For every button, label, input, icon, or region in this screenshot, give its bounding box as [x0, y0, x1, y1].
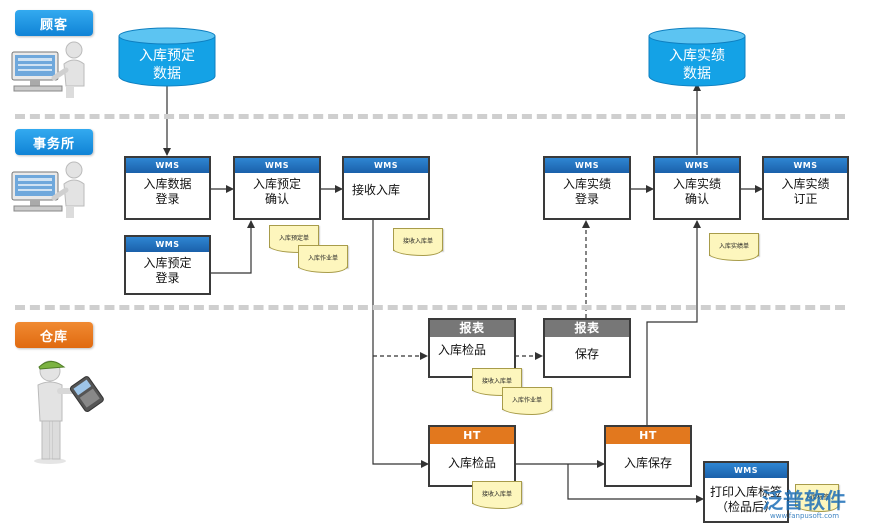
process-header: WMS: [764, 158, 847, 173]
document-note: 接收入库单: [472, 368, 522, 396]
arrow-receive-to-ht-inspect: [372, 220, 429, 468]
database-planned-icon: [118, 27, 216, 87]
process-label: 入库实绩 确认: [672, 177, 721, 206]
process-header: 报表: [430, 320, 514, 337]
document-note: 入库预定单: [269, 225, 319, 253]
process-label: 入库检品: [447, 456, 496, 470]
lane-divider-top: [15, 114, 845, 119]
process-label: 入库实绩 登录: [562, 177, 611, 206]
arrow-ht-save-to-actual-confirm: [646, 220, 701, 426]
process-label: 入库数据 登录: [143, 177, 192, 206]
process-header: WMS: [126, 158, 209, 173]
process-header: WMS: [655, 158, 739, 173]
warehouse-worker-icon: [34, 360, 104, 464]
process-ht-inspect: HT 入库检品: [428, 425, 516, 487]
process-label: 入库实绩 订正: [781, 177, 830, 206]
database-planned-label: 入库预定 数据: [139, 48, 195, 82]
process-actual-register: WMS 入库实绩 登录: [543, 156, 631, 220]
process-print-label: WMS 打印入库标签 （检品后）: [703, 461, 789, 523]
document-note: 入库作业单: [502, 387, 552, 415]
process-label: 入库保存: [623, 456, 672, 470]
process-inbound-data-register: WMS 入库数据 登录: [124, 156, 211, 220]
document-note: 接收入库单: [393, 228, 443, 256]
process-label: 入库预定 登录: [143, 256, 192, 285]
process-inbound-plan-confirm: WMS 入库预定 确认: [233, 156, 321, 220]
document-note: 入库标签: [795, 484, 839, 512]
process-header: WMS: [705, 463, 787, 478]
arrow-plan-register-to-confirm: [210, 220, 255, 274]
process-label: 保存: [574, 347, 599, 361]
document-note: 入库实绩单: [709, 233, 759, 261]
process-header: HT: [606, 427, 690, 444]
arrow-ht-inspect-to-print: [567, 464, 704, 503]
process-report-save: 报表 保存: [543, 318, 631, 378]
process-actual-confirm: WMS 入库实绩 确认: [653, 156, 741, 220]
process-receive-inbound: WMS 接收入库: [342, 156, 430, 220]
process-header: WMS: [126, 237, 209, 252]
process-inbound-plan-register: WMS 入库预定 登录: [124, 235, 211, 295]
lane-label-office: 事务所: [15, 129, 93, 155]
process-label: 打印入库标签 （检品后）: [709, 485, 782, 514]
computer-user-icon: [11, 41, 85, 98]
document-note: 入库作业单: [298, 245, 348, 273]
lane-label-customer: 顾客: [15, 10, 93, 36]
document-note: 接收入库单: [472, 481, 522, 509]
watermark-url: www.fanpusoft.com: [770, 512, 840, 520]
lane-divider-bottom: [15, 305, 845, 310]
process-header: WMS: [344, 158, 428, 173]
lane-label-warehouse: 仓库: [15, 322, 93, 348]
process-actual-correct: WMS 入库实绩 订正: [762, 156, 849, 220]
computer-user-icon: [11, 161, 85, 218]
process-ht-save: HT 入库保存: [604, 425, 692, 487]
process-label: 入库检品: [438, 343, 487, 357]
process-header: HT: [430, 427, 514, 444]
database-actual-label: 入库实绩 数据: [669, 48, 725, 82]
process-label: 接收入库: [352, 183, 401, 197]
process-header: 报表: [545, 320, 629, 337]
process-header: WMS: [545, 158, 629, 173]
process-header: WMS: [235, 158, 319, 173]
watermark-brand: 泛普软件: [762, 489, 846, 513]
database-actual-icon: [648, 27, 746, 87]
process-label: 入库预定 确认: [252, 177, 301, 206]
